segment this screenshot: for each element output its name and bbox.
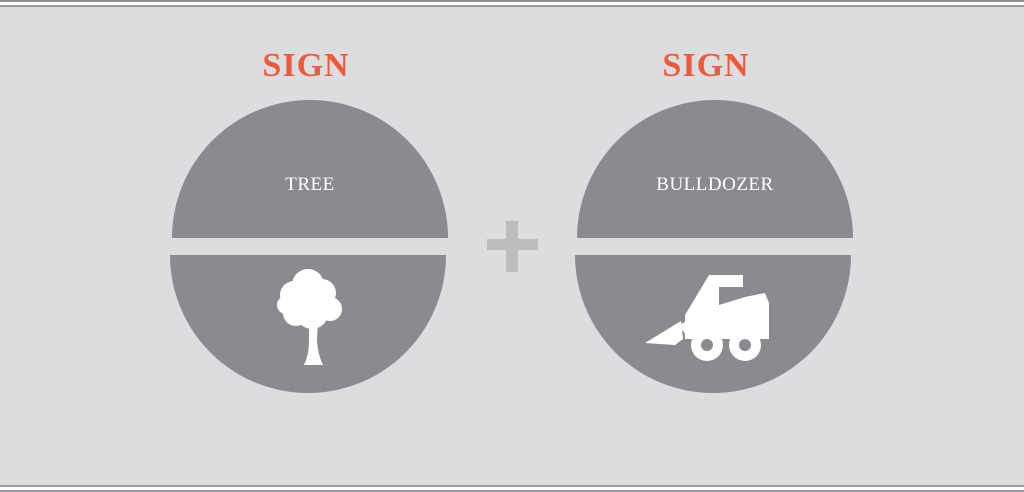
bulldozer-icon bbox=[645, 275, 769, 361]
frame-top-line-inner bbox=[0, 5, 1024, 7]
sign-title: SIGN bbox=[262, 47, 350, 84]
plus-icon-horizontal bbox=[487, 239, 538, 250]
tree-icon bbox=[277, 269, 342, 365]
sign-title: SIGN bbox=[662, 47, 750, 84]
frame-bottom-line-inner bbox=[0, 485, 1024, 487]
sign-label: TREE bbox=[285, 174, 335, 195]
frame-top-line bbox=[0, 0, 1024, 2]
frame-bottom-line bbox=[0, 490, 1024, 492]
sign-label: BULLDOZER bbox=[656, 174, 774, 195]
